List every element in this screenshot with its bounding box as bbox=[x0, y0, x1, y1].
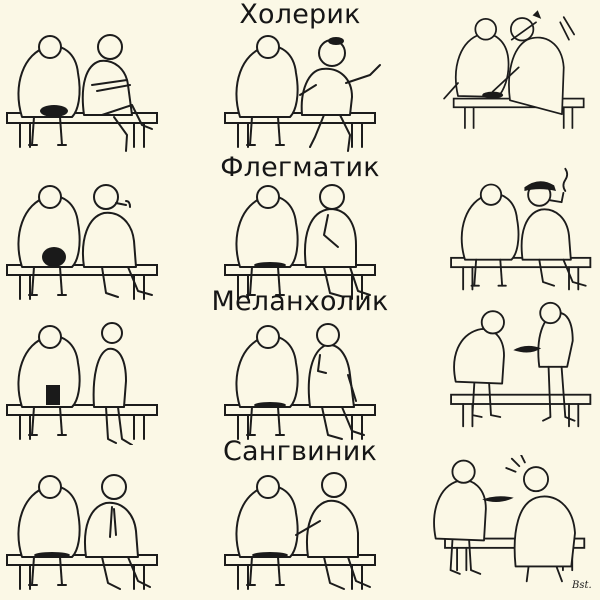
panel-choleric-2 bbox=[220, 25, 400, 155]
heading-sanguine: Сангвиник bbox=[222, 436, 377, 467]
artist-signature: Bst. bbox=[572, 580, 592, 591]
panel-sanguine-1 bbox=[2, 465, 182, 595]
heading-choleric: Холерик bbox=[239, 0, 361, 30]
panel-sanguine-2 bbox=[220, 465, 400, 595]
panel-sanguine-3 bbox=[420, 455, 600, 585]
panel-phlegmatic-1 bbox=[2, 175, 182, 305]
panel-melancholic-3 bbox=[440, 300, 600, 430]
panel-choleric-3 bbox=[420, 5, 600, 135]
panel-melancholic-2 bbox=[220, 315, 400, 445]
panel-phlegmatic-3 bbox=[440, 165, 600, 295]
panel-phlegmatic-2 bbox=[220, 175, 400, 305]
panel-melancholic-1 bbox=[2, 315, 182, 445]
heading-melancholic: Меланхолик bbox=[211, 286, 389, 317]
panel-choleric-1 bbox=[2, 25, 182, 155]
heading-phlegmatic: Флегматик bbox=[220, 152, 380, 183]
